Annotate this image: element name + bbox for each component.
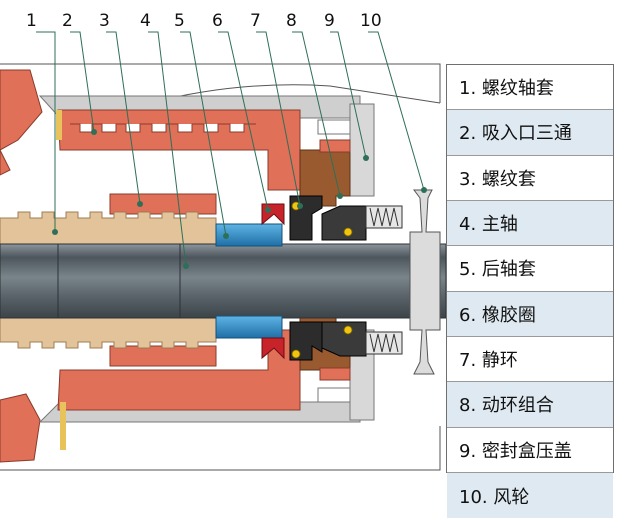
callout-4: 4 [140, 11, 151, 31]
main-shaft [0, 243, 447, 319]
legend-item: 5. 后轴套 [447, 246, 613, 292]
diagram-stage: 1 2 3 4 5 6 7 8 9 10 1. 螺纹轴套 2. 吸入口三通 3.… [0, 11, 614, 518]
impeller-bottom [0, 393, 41, 463]
threaded-shaft-sleeve-bottom [0, 315, 217, 349]
threaded-shaft-sleeve-top [0, 211, 217, 247]
legend-item: 2. 吸入口三通 [447, 110, 613, 156]
casing-outline-lower [0, 426, 441, 471]
gland-top [349, 103, 375, 197]
callout-9: 9 [324, 11, 335, 31]
legend-item: 1. 螺纹轴套 [447, 65, 613, 111]
callout-6: 6 [212, 11, 223, 31]
callout-10: 10 [360, 11, 382, 31]
rear-shaft-sleeve-bottom [215, 315, 283, 339]
threaded-sleeve-bottom [109, 345, 217, 367]
leader-lines [36, 31, 425, 267]
threaded-sleeve-top [109, 193, 217, 215]
suction-tee-top [57, 109, 324, 191]
callout-5: 5 [174, 11, 185, 31]
legend-item: 8. 动环组合 [447, 382, 613, 428]
legend-item: 6. 橡胶圈 [447, 291, 613, 337]
impeller-top [0, 69, 43, 151]
spring-bottom [365, 331, 403, 355]
rubber-ring-bottom [261, 337, 285, 360]
rubber-ring-top [261, 203, 285, 226]
spring-top [365, 205, 403, 229]
rear-shaft-sleeve-top [215, 223, 283, 247]
legend-item: 4. 主轴 [447, 200, 613, 247]
legend-item: 3. 螺纹套 [447, 156, 613, 201]
callout-7: 7 [250, 11, 261, 31]
fan-wheel [409, 189, 441, 375]
callout-1: 1 [26, 11, 37, 31]
callout-3: 3 [99, 11, 110, 31]
legend-item: 7. 静环 [447, 337, 613, 383]
parts-legend: 1. 螺纹轴套 2. 吸入口三通 3. 螺纹套 4. 主轴 5. 后轴套 6. … [446, 64, 614, 518]
dynamic-ring-bottom [321, 321, 367, 357]
dynamic-ring-top [321, 205, 367, 241]
pump-seal-cross-section: 1 2 3 4 5 6 7 8 9 10 [0, 11, 447, 471]
legend-item: 10. 风轮 [447, 472, 613, 518]
callout-8: 8 [286, 11, 297, 31]
callout-2: 2 [62, 11, 73, 31]
legend-item: 9. 密封盒压盖 [447, 428, 613, 473]
